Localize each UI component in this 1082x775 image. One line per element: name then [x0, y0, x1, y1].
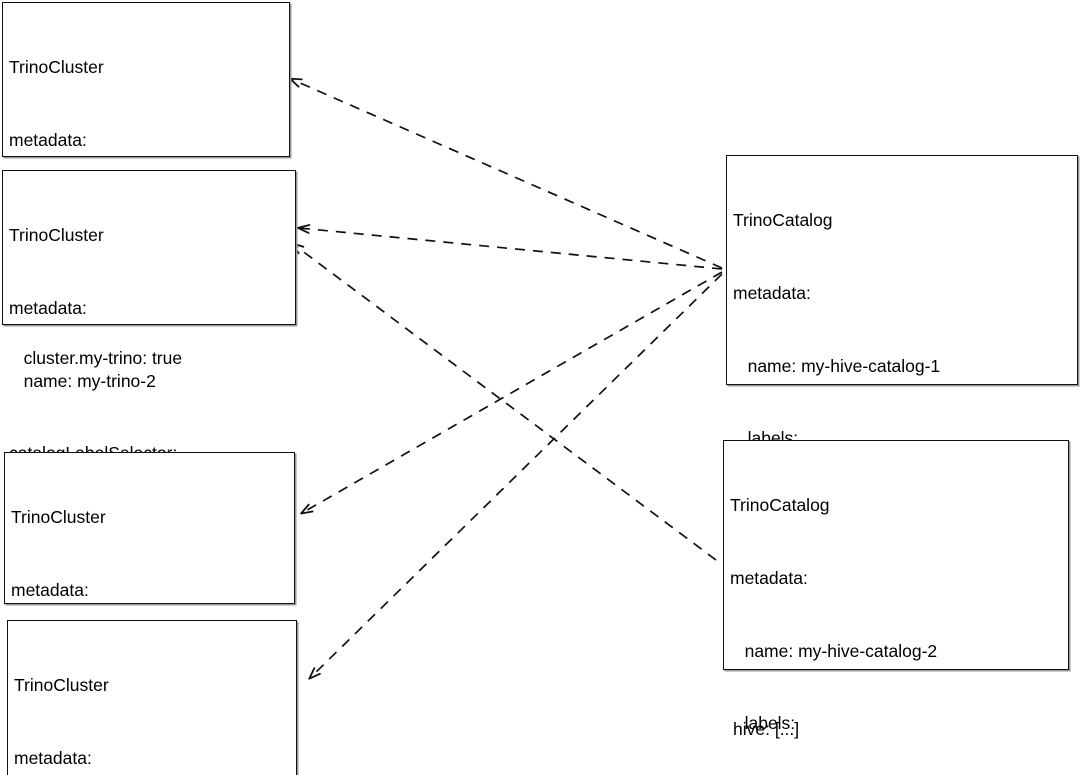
node-line: metadata:	[9, 298, 87, 319]
node-trinocatalog-my-hive-catalog-2[interactable]: TrinoCatalog metadata: name: my-hive-cat…	[723, 440, 1069, 733]
node-line: metadata:	[9, 130, 87, 151]
node-body: TrinoCluster metadata: name: my-trino-gr…	[14, 625, 296, 775]
node-trinocatalog-my-hive-catalog-1[interactable]: TrinoCatalog metadata: name: my-hive-cat…	[726, 155, 1078, 739]
node-line: TrinoCluster	[11, 507, 106, 528]
node-line: TrinoCatalog	[730, 495, 830, 516]
node-line: name: my-hive-catalog-1	[733, 355, 941, 376]
node-line: hive: [...]	[733, 718, 800, 739]
node-line: labels:	[730, 713, 796, 734]
node-line: cluster.my-trino: true	[9, 347, 183, 368]
node-line: name: my-hive-catalog-2	[730, 640, 938, 661]
edge-catalog1-to-cluster-my-trino	[289, 77, 723, 269]
node-line: name: my-trino-2	[9, 370, 156, 391]
node-line: metadata:	[11, 580, 89, 601]
node-line: metadata:	[14, 748, 92, 769]
edge-catalog1-to-cluster-my-trino-2	[297, 224, 723, 270]
node-line: TrinoCluster	[9, 225, 104, 246]
node-body: TrinoCatalog metadata: name: my-hive-cat…	[730, 445, 1068, 775]
node-trinocluster-my-trino-green[interactable]: TrinoCluster metadata: name: my-trino-gr…	[7, 620, 297, 775]
edge-catalog1-to-cluster-my-trino-green	[308, 273, 723, 680]
node-trinocluster-my-trino-blue[interactable]: TrinoCluster metadata: name: my-trino-bl…	[4, 452, 295, 745]
node-trinocluster-my-trino[interactable]: TrinoCluster metadata: name: my-trino ca…	[2, 2, 290, 368]
node-line: TrinoCluster	[9, 57, 104, 78]
edge-catalog2-to-cluster-my-trino-2	[291, 242, 717, 561]
node-line: TrinoCluster	[14, 675, 109, 696]
node-line: metadata:	[730, 568, 808, 589]
node-line: TrinoCatalog	[733, 210, 833, 231]
node-line: metadata:	[733, 283, 811, 304]
edge-catalog1-to-cluster-my-trino-blue	[300, 271, 723, 515]
node-trinocluster-my-trino-2[interactable]: TrinoCluster metadata: name: my-trino-2 …	[2, 170, 296, 536]
